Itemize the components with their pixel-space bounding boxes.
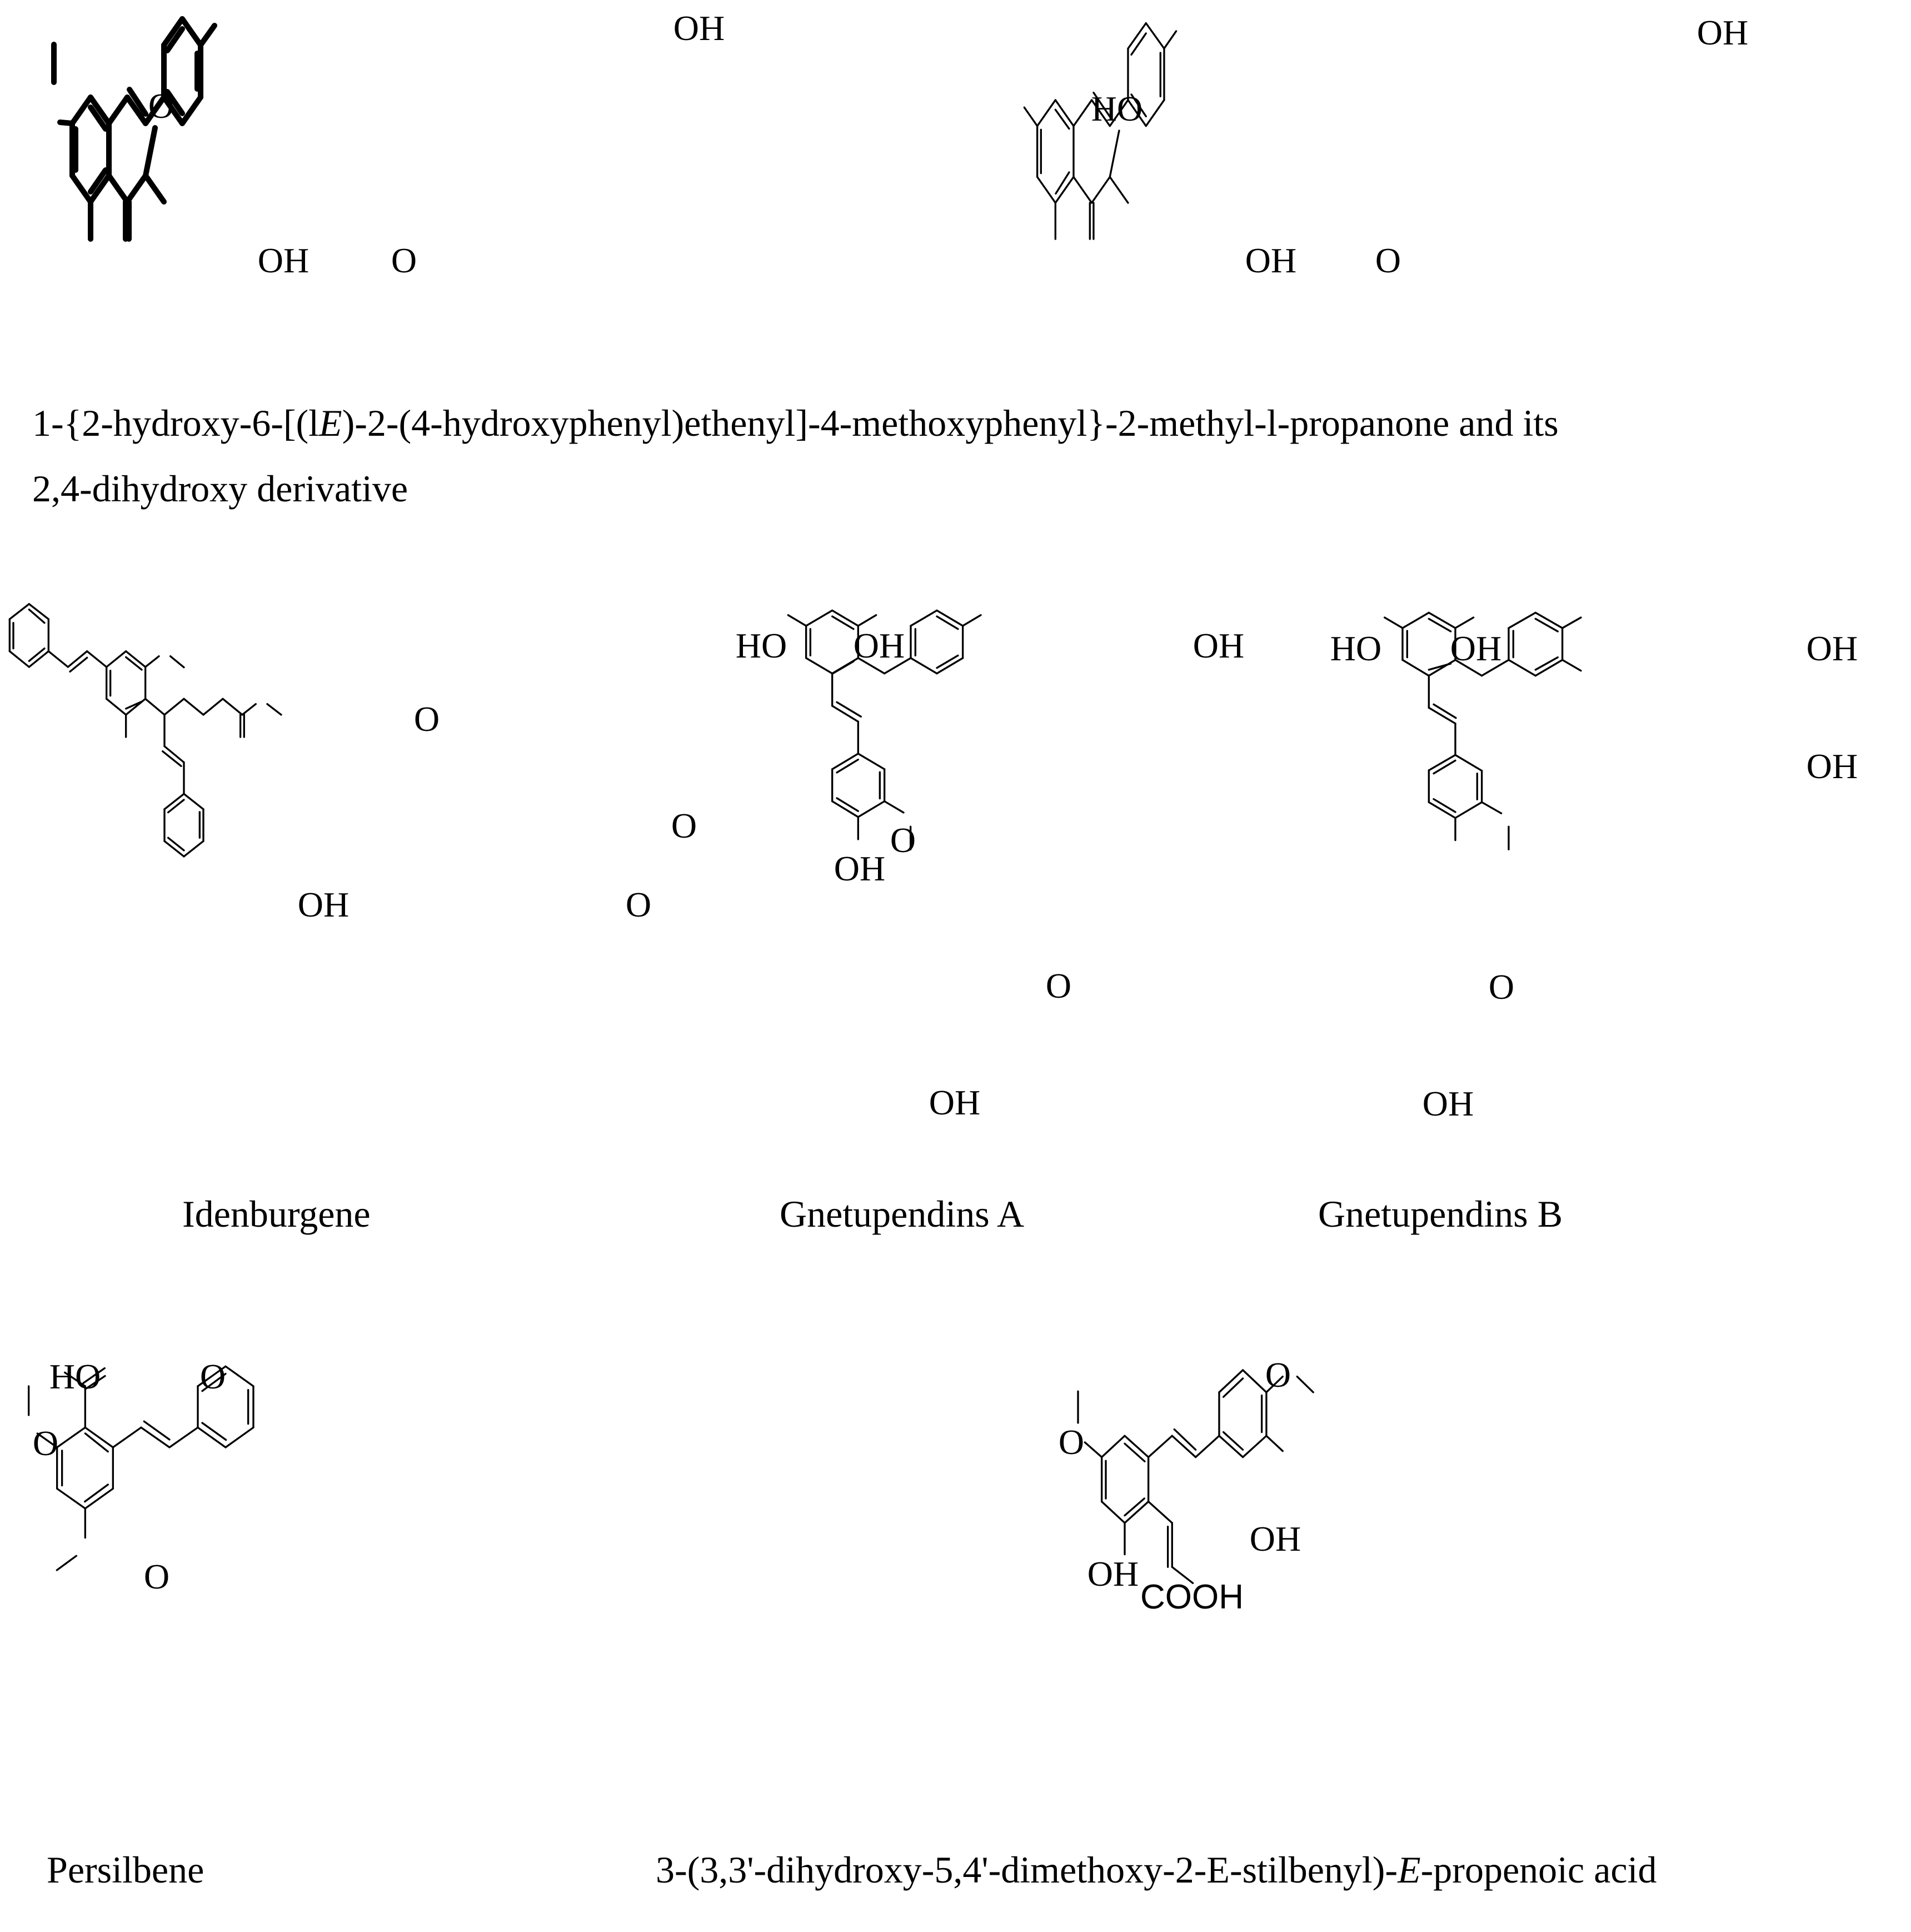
atom-label-idenburgene: O [671, 806, 697, 845]
caption-propenoic-acid-part-b: -propenoic acid [1420, 1849, 1657, 1891]
atom-label-c1b: HO [1091, 89, 1142, 128]
atom-label-idenburgene: O [414, 699, 440, 739]
atom-label-propenoic-acid: OH [1087, 1554, 1139, 1594]
atom-label-gnetupendins-a: O [890, 820, 916, 860]
atom-label-gnetupendins-a: OH [834, 849, 885, 888]
structure-idenburgene [8, 602, 282, 858]
caption-propenoic-acid-italic-e: E [1398, 1849, 1421, 1891]
atom-label-persilbene: HO [49, 1357, 101, 1396]
caption-persilbene: Persilbene [47, 1849, 204, 1891]
structure-gnetupendins-a [787, 609, 982, 850]
structure-persilbene [27, 1365, 255, 1571]
caption-compound-1-italic-e: E [319, 402, 342, 444]
atom-label-idenburgene: O [626, 885, 651, 924]
structure-compound-1 [51, 16, 217, 242]
caption-compound-1-part-b: )-2-(4-hydroxyphenyl)ethenyl]-4-methoxyp… [342, 402, 1559, 444]
atom-label-gnetupendins-a: O [1046, 966, 1071, 1005]
caption-compound-1-part-a: 1-{2-hydroxy-6-[(l [32, 402, 320, 444]
atom-label-c1b: OH [1697, 13, 1748, 52]
atom-label-gnetupendins-b: OH [1450, 629, 1501, 668]
caption-compound-1: 1-{2-hydroxy-6-[(lE)-2-(4-hydroxyphenyl)… [32, 390, 1883, 521]
atom-label-idenburgene: OH [298, 885, 349, 924]
caption-gnetupendins-b: Gnetupendins B [1318, 1193, 1563, 1235]
atom-label-c1: O [148, 86, 174, 126]
atom-label-propenoic-acid: COOH [1140, 1578, 1244, 1616]
atom-label-gnetupendins-a: HO [736, 626, 787, 665]
atom-label-c1: O [391, 241, 417, 280]
atom-label-c1: OH [258, 241, 309, 280]
structure-propenoic-acid [1077, 1369, 1314, 1584]
atom-label-c1: OH [673, 8, 725, 48]
atom-label-persilbene: O [144, 1557, 169, 1596]
atom-label-gnetupendins-b: HO [1330, 629, 1381, 668]
caption-propenoic-acid-part-a: 3-(3,3'-dihydroxy-5,4'-dimethoxy-2-E-sti… [656, 1849, 1398, 1891]
atom-label-gnetupendins-a: OH [929, 1083, 980, 1122]
caption-gnetupendins-a: Gnetupendins A [780, 1193, 1025, 1235]
structure-compound-1b [1023, 22, 1177, 240]
atom-label-persilbene: O [200, 1357, 226, 1396]
atom-label-gnetupendins-b: OH [1807, 746, 1858, 786]
atom-label-c1b: OH [1245, 241, 1296, 280]
structure-gnetupendins-b [1383, 611, 1582, 850]
atom-label-gnetupendins-b: OH [1423, 1084, 1474, 1123]
atom-label-propenoic-acid: OH [1250, 1519, 1301, 1558]
atom-label-gnetupendins-b: OH [1807, 629, 1858, 668]
caption-compound-1-line2: 2,4-dihydroxy derivative [32, 467, 408, 510]
atom-label-gnetupendins-a: OH [1193, 626, 1244, 665]
atom-label-gnetupendins-a: OH [854, 626, 905, 665]
atom-label-persilbene: O [33, 1423, 58, 1463]
atom-label-propenoic-acid: O [1059, 1422, 1084, 1462]
atom-label-propenoic-acid: O [1265, 1355, 1291, 1395]
caption-propenoic-acid: 3-(3,3'-dihydroxy-5,4'-dimethoxy-2-E-sti… [656, 1851, 1656, 1889]
atom-label-c1b: O [1375, 241, 1401, 280]
caption-idenburgene: Idenburgene [182, 1193, 371, 1235]
atom-label-gnetupendins-b: O [1489, 967, 1514, 1007]
